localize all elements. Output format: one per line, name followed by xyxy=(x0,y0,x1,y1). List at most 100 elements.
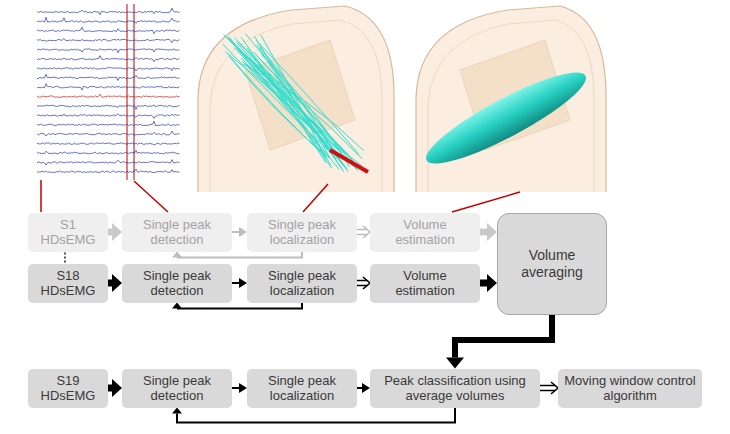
emg-trace xyxy=(37,160,180,165)
muscle-fibers xyxy=(223,34,364,172)
fiber xyxy=(256,40,359,154)
connector xyxy=(357,383,370,393)
connector xyxy=(65,253,66,263)
connector xyxy=(446,315,552,369)
arrow-shaft xyxy=(232,231,240,233)
volume-ellipsoid xyxy=(418,59,595,177)
marker-line xyxy=(134,4,135,180)
arrow-head xyxy=(172,408,182,414)
box-label: Single peak localization xyxy=(247,373,357,404)
fiber xyxy=(235,38,345,166)
emg-trace xyxy=(37,94,180,97)
dotted-line xyxy=(64,253,66,263)
emg-trace xyxy=(37,169,180,173)
leader-lines xyxy=(41,180,520,212)
process-box: Peak classification using average volume… xyxy=(370,369,540,408)
half-cylinder xyxy=(416,6,606,192)
box-label: Single peak localization xyxy=(247,268,357,299)
arrow-head xyxy=(239,227,247,237)
arrow-shaft xyxy=(232,387,240,389)
arrow-shaft xyxy=(480,280,487,287)
emg-trace xyxy=(37,56,180,62)
fiber xyxy=(228,37,357,170)
arrow-head xyxy=(363,277,370,289)
emg-trace xyxy=(37,150,180,154)
emg-trace xyxy=(37,131,180,136)
process-box: S19 HDsEMG xyxy=(28,369,108,408)
process-box: Single peak localization xyxy=(247,213,357,252)
connector xyxy=(232,278,247,288)
arrow-head xyxy=(551,382,558,394)
arrow-head xyxy=(362,383,370,393)
emg-trace xyxy=(37,121,180,125)
arrow-head xyxy=(172,303,182,309)
fiber xyxy=(261,35,326,159)
arrow-head xyxy=(487,274,497,292)
arrow-shaft xyxy=(357,281,367,286)
fiber xyxy=(225,52,334,153)
box-label: Single peak detection xyxy=(122,217,232,248)
emg-trace xyxy=(37,74,180,80)
arrow-shaft xyxy=(455,315,552,358)
arrow-shaft xyxy=(232,282,240,284)
fiber xyxy=(229,56,330,159)
connector xyxy=(108,379,122,397)
fiber xyxy=(260,47,349,156)
process-box: Single peak detection xyxy=(122,369,232,408)
fiber xyxy=(255,64,331,166)
emg-trace xyxy=(37,114,180,119)
arrow-head xyxy=(172,252,182,258)
arrow-shaft xyxy=(357,230,367,235)
feedback-line xyxy=(177,252,302,258)
connector xyxy=(480,274,497,292)
connector xyxy=(480,223,497,241)
fiber xyxy=(230,38,326,155)
box-label: Single peak detection xyxy=(122,373,232,404)
connector xyxy=(108,274,122,292)
fiber-segment xyxy=(330,150,368,172)
emg-trace xyxy=(37,38,180,42)
arrow-head xyxy=(112,223,122,241)
arrow-head xyxy=(487,223,497,241)
connector xyxy=(232,227,247,237)
connector xyxy=(172,252,302,258)
half-cylinder xyxy=(198,6,394,192)
arrow-head xyxy=(239,383,247,393)
process-box: Volume estimation xyxy=(370,213,480,252)
process-box: S1 HDsEMG xyxy=(28,213,108,252)
box-label: S1 HDsEMG xyxy=(28,217,108,248)
emg-trace xyxy=(37,17,180,23)
connector xyxy=(232,383,247,393)
connector xyxy=(357,226,370,238)
fiber xyxy=(238,42,341,153)
box-label: Moving window control algorithm xyxy=(558,373,702,404)
emg-trace xyxy=(37,105,180,110)
process-box: S18 HDsEMG xyxy=(28,264,108,303)
arrow-head xyxy=(239,278,247,288)
fiber xyxy=(261,55,349,167)
fiber xyxy=(245,34,358,171)
arrow-shaft xyxy=(108,280,112,287)
emg-trace xyxy=(37,8,180,15)
emg-trace xyxy=(37,84,180,90)
process-box: Single peak localization xyxy=(247,264,357,303)
arrow-shaft xyxy=(108,229,112,236)
emg-trace xyxy=(37,143,180,145)
connector xyxy=(540,382,558,394)
arrow-shaft xyxy=(480,229,487,236)
box-label: Single peak detection xyxy=(122,268,232,299)
marker-line xyxy=(127,4,128,180)
emg-grid xyxy=(37,8,180,172)
box-label: S19 HDsEMG xyxy=(28,373,108,404)
process-box: Single peak detection xyxy=(122,213,232,252)
process-box: Volume estimation xyxy=(370,264,480,303)
emg-trace xyxy=(37,68,180,71)
feedback-line xyxy=(177,303,302,309)
process-box: Single peak localization xyxy=(247,369,357,408)
box-label: Peak classification using average volume… xyxy=(370,373,540,404)
arrow-head xyxy=(363,226,370,238)
box-label: Volume averaging xyxy=(498,247,606,280)
connector xyxy=(172,303,302,309)
process-box: Moving window control algorithm xyxy=(558,369,702,408)
